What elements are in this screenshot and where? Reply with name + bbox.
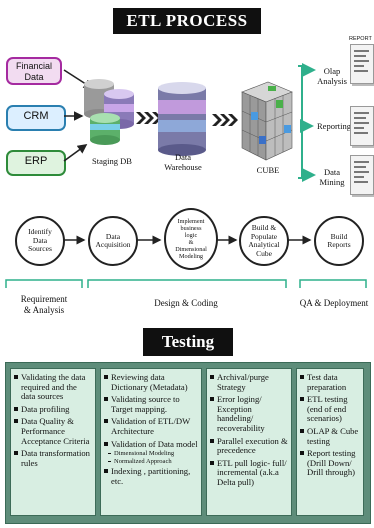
testing-item: Archival/purge Strategy xyxy=(210,372,288,392)
testing-list-1: Validating the data required and the dat… xyxy=(14,372,92,468)
testing-item: ETL testing (end of end scenarios) xyxy=(300,394,360,424)
report-document-icon-2 xyxy=(350,106,374,146)
step-label: Build & Populate Analytical Cube xyxy=(248,223,280,258)
phase-requirement-analysis: Requirement & Analysis xyxy=(20,294,68,315)
source-erp: ERP xyxy=(6,150,66,176)
step-label: Identify Data Sources xyxy=(28,227,52,254)
source-financial-data: Financial Data xyxy=(6,57,62,85)
output-arrows xyxy=(298,63,316,182)
report-document-icon-1 xyxy=(350,44,374,84)
testing-column-2: Reviewing data Dictionary (Metadata)Vali… xyxy=(100,368,202,516)
testing-item: Indexing , partitioning, etc. xyxy=(104,466,198,486)
cube-icon xyxy=(241,81,293,161)
testing-subitem: Normalized Approach xyxy=(104,458,198,466)
phase-design-coding: Design & Coding xyxy=(154,298,218,308)
testing-subitem: Dimensional Modeling xyxy=(104,450,198,458)
testing-item: Data Quality & Performance Acceptance Cr… xyxy=(14,417,92,446)
phase-qa-deployment: QA & Deployment xyxy=(299,298,369,308)
step-data-acquisition: Data Acquisition xyxy=(88,216,138,266)
step-identify-data-sources: Identify Data Sources xyxy=(15,216,65,266)
staging-db-icon xyxy=(84,79,134,145)
testing-item: Data profiling xyxy=(14,404,92,415)
testing-item: Validation of Data model xyxy=(104,439,198,450)
etl-process-banner: ETL PROCESS xyxy=(113,8,261,34)
testing-item: Parallel execution & precedence xyxy=(210,436,288,456)
reports-heading: REPORT xyxy=(349,36,372,42)
step-label: Implement business logic & Dimensional M… xyxy=(175,218,207,260)
testing-item: Validating source to Target mapping. xyxy=(104,394,198,414)
testing-item: Validating the data required and the dat… xyxy=(14,372,92,402)
staging-db-label: Staging DB xyxy=(92,156,132,166)
testing-column-1: Validating the data required and the dat… xyxy=(10,368,96,516)
report-document-icon-3 xyxy=(350,155,374,195)
step-build-reports: Build Reports xyxy=(314,216,364,266)
etl-flow-graphic xyxy=(63,63,316,182)
chevron-arrows-icon-2 xyxy=(212,114,238,126)
testing-item: Test data preparation xyxy=(300,372,360,392)
data-warehouse-icon xyxy=(158,82,206,156)
cube-label: CUBE xyxy=(256,165,280,175)
testing-item: OLAP & Cube testing xyxy=(300,426,360,446)
testing-item: Reviewing data Dictionary (Metadata) xyxy=(104,372,198,392)
step-label: Data Acquisition xyxy=(95,231,131,249)
testing-item: Report testing (Drill Down/ Drill throug… xyxy=(300,448,360,478)
testing-item: Data transformation rules xyxy=(14,448,92,468)
step-label: Build Reports xyxy=(327,231,351,249)
source-crm: CRM xyxy=(6,105,66,131)
testing-item: Error loging/ Exception handeling/ recov… xyxy=(210,394,288,433)
output-reporting: Reporting xyxy=(317,121,351,131)
step-implement-business-logic: Implement business logic & Dimensional M… xyxy=(164,208,218,270)
testing-item: Validation of ETL/DW Architecture xyxy=(104,417,198,436)
testing-list-2: Reviewing data Dictionary (Metadata)Vali… xyxy=(104,372,198,486)
testing-banner: Testing xyxy=(143,328,233,356)
testing-item: ETL pull logic- full/ incremental (a.k.a… xyxy=(210,458,288,488)
step-build-populate-cube: Build & Populate Analytical Cube xyxy=(239,216,289,266)
data-warehouse-label: Data Warehouse xyxy=(164,152,202,172)
output-olap-analysis: Olap Analysis xyxy=(317,66,347,86)
output-data-mining: Data Mining xyxy=(319,167,345,187)
